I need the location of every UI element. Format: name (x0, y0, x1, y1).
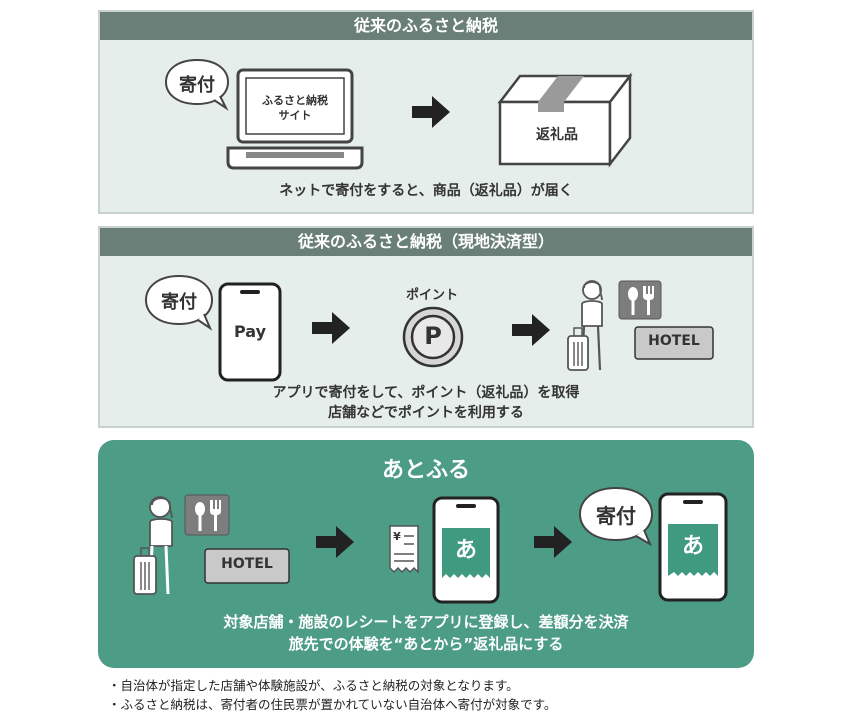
panel3-bubble-text: 寄付 (596, 504, 636, 528)
traveler-illustration (567, 280, 603, 371)
panel1-title: 従来のふるさと納税 (100, 12, 752, 40)
laptop-screen-line2: サイト (278, 109, 312, 122)
traveler-illustration (133, 496, 173, 595)
laptop-icon (226, 68, 364, 170)
traditional-furusato-panel: 従来のふるさと納税 寄付 ふるさと納税 サイト 返礼品 ネットで寄付をすると、商… (98, 10, 754, 214)
laptop-screen-line1: ふるさと納税 (262, 94, 328, 107)
donation-bubble (164, 58, 230, 111)
arrow-right-icon (512, 314, 550, 346)
hotel-sign (634, 326, 714, 360)
donation-bubble (578, 486, 654, 547)
panel3-title: あとふる (381, 458, 470, 483)
restaurant-icon (184, 494, 230, 536)
panel3-caption-line1: 対象店舗・施設のレシートをアプリに登録し、差額分を決済 (223, 613, 629, 631)
box-label: 返礼品 (536, 127, 578, 143)
app-char: あ (681, 534, 704, 559)
arrow-right-icon (312, 312, 350, 344)
atofuru-app-phone (658, 492, 728, 602)
footnote: ・自治体が指定した店舗や体験施設が、ふるさと納税の対象となります。 (108, 678, 519, 693)
panel3-caption-line2: 旅先での体験を“あとから”返礼品にする (288, 635, 564, 653)
hotel-label: HOTEL (648, 333, 700, 349)
panel1-bubble-text: 寄付 (179, 75, 215, 96)
donation-bubble (144, 274, 214, 331)
point-label: ポイント (405, 288, 458, 303)
panel2-bubble-text: 寄付 (161, 292, 197, 313)
receipt-yen-mark: ¥ (393, 530, 401, 543)
coin-letter: P (424, 322, 442, 350)
app-char: あ (454, 538, 477, 563)
onsite-payment-panel: 従来のふるさと納税（現地決済型） 寄付 Pay ポイント P (98, 226, 754, 428)
arrow-right-icon (534, 526, 572, 558)
panel2-caption-line2: 店舗などでポイントを利用する (328, 405, 524, 421)
restaurant-icon (618, 280, 662, 320)
atofuru-app-phone (432, 496, 500, 604)
arrow-right-icon (412, 96, 450, 128)
panel2-caption-line1: アプリで寄付をして、ポイント（返礼品）を取得 (272, 385, 580, 401)
smartphone-icon (218, 282, 282, 382)
footnote: ・ふるさと納税は、寄付者の住民票が置かれていない自治体へ寄付が対象です。 (108, 697, 557, 712)
package-box-icon (497, 72, 633, 168)
panel2-title: 従来のふるさと納税（現地決済型） (100, 228, 752, 256)
footnotes: ・自治体が指定した店舗や体験施設が、ふるさと納税の対象となります。 ・ふるさと納… (108, 676, 556, 714)
receipt-icon (389, 525, 419, 574)
hotel-sign (204, 548, 290, 584)
panel1-caption: ネットで寄付をすると、商品（返礼品）が届く (279, 183, 573, 199)
point-coin-icon (402, 306, 464, 368)
hotel-label: HOTEL (221, 556, 273, 572)
arrow-right-icon (316, 526, 354, 558)
phone-pay-label: Pay (233, 322, 267, 341)
atofuru-panel: あとふる HOTEL ¥ あ (98, 440, 754, 668)
